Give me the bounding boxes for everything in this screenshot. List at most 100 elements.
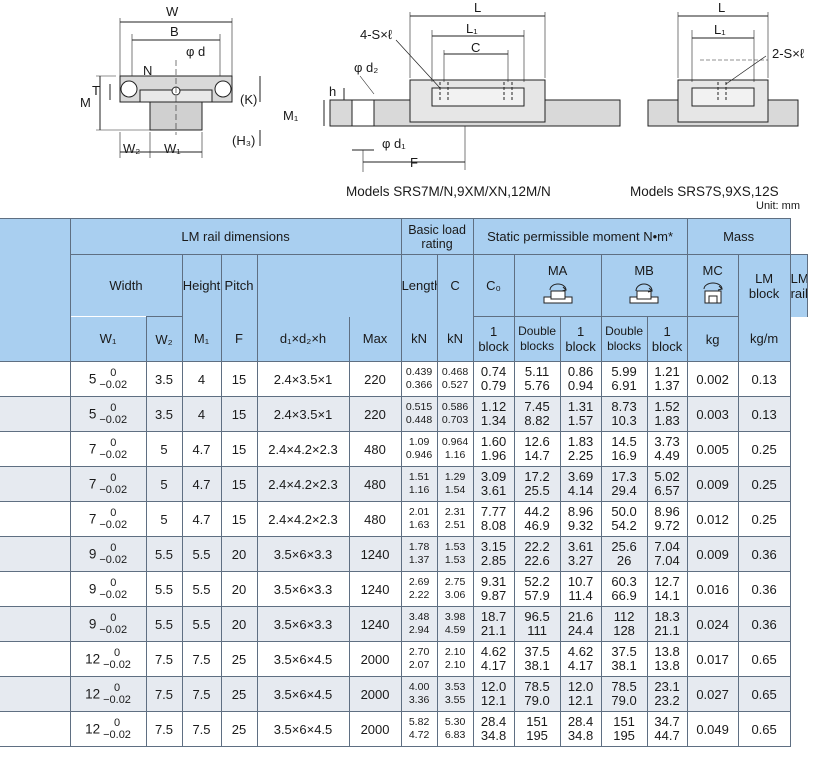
header-MA: MA (513, 254, 602, 317)
header-kg: kg (686, 316, 739, 362)
dims-cell: 2.4×3.5×1 (256, 396, 350, 432)
header-width: Width (69, 254, 183, 317)
row-lead-cell (0, 466, 71, 502)
label-holes2: 2-S×ℓ (772, 46, 805, 61)
side-view-drawing (323, 12, 621, 172)
dims-cell: 2.4×3.5×1 (256, 361, 350, 397)
label-H3: (H₃) (232, 133, 255, 148)
tolerance: 0−0.02 (99, 507, 128, 531)
f-cell: 20 (220, 606, 258, 642)
f-cell: 25 (220, 711, 258, 747)
label-F: F (410, 155, 418, 170)
w1-value: 5 (88, 371, 97, 387)
header-length: Length* (400, 254, 438, 317)
tolerance: 0−0.02 (99, 577, 128, 601)
dims-cell: 2.4×4.2×2.3 (256, 466, 350, 502)
label-phi-d2: φ d₂ (354, 60, 378, 75)
header-lm-block: LM block (737, 254, 791, 317)
mass-rail-cell: 0.25 (737, 501, 791, 537)
header-C: C (436, 254, 474, 317)
label-h: h (329, 84, 336, 99)
dims-cell: 3.5×6×3.3 (256, 606, 350, 642)
w1-value: 7 (88, 441, 97, 457)
m1-cell: 4 (181, 361, 222, 397)
header-lm-rail-dimensions: LM rail dimensions (69, 218, 402, 255)
label-N: N (143, 63, 152, 78)
length-cell: 480 (348, 431, 402, 467)
row-lead-cell (0, 396, 71, 432)
m1-cell: 5.5 (181, 571, 222, 607)
w1-value: 7 (88, 476, 97, 492)
header-mc-1block: 1 block (646, 316, 688, 362)
mass-rail-cell: 0.25 (737, 431, 791, 467)
w2-cell: 3.5 (145, 396, 183, 432)
header-max: Max (348, 316, 402, 362)
header-M1: M₁ (181, 316, 222, 362)
header-kN-c: kN (400, 316, 438, 362)
header-mass: Mass (686, 218, 791, 255)
header-C0: C₀ (472, 254, 515, 317)
w2-cell: 5.5 (145, 606, 183, 642)
f-cell: 15 (220, 396, 258, 432)
f-cell: 25 (220, 641, 258, 677)
mass-block-cell: 0.049 (686, 711, 739, 747)
w1-value: 7 (88, 511, 97, 527)
label-phi-d1: φ d₁ (382, 136, 406, 151)
label-holes: 4-S×ℓ (360, 27, 393, 42)
w1-value: 5 (88, 406, 97, 422)
dims-cell: 3.5×6×3.3 (256, 571, 350, 607)
unit-label: Unit: mm (756, 200, 800, 212)
side-view-labels: L L₁ C 4-S×ℓ φ d₂ h M₁ φ d₁ F (283, 0, 481, 170)
label-L1: L₁ (466, 21, 478, 36)
tolerance: 0−0.02 (99, 542, 128, 566)
length-cell: 220 (348, 361, 402, 397)
label-W: W (166, 4, 179, 19)
mass-block-cell: 0.017 (686, 641, 739, 677)
m1-cell: 7.5 (181, 711, 222, 747)
tolerance: 0−0.02 (99, 437, 128, 461)
f-cell: 15 (220, 361, 258, 397)
w2-cell: 7.5 (145, 711, 183, 747)
header-ma-1block: 1 block (472, 316, 515, 362)
w2-cell: 7.5 (145, 641, 183, 677)
